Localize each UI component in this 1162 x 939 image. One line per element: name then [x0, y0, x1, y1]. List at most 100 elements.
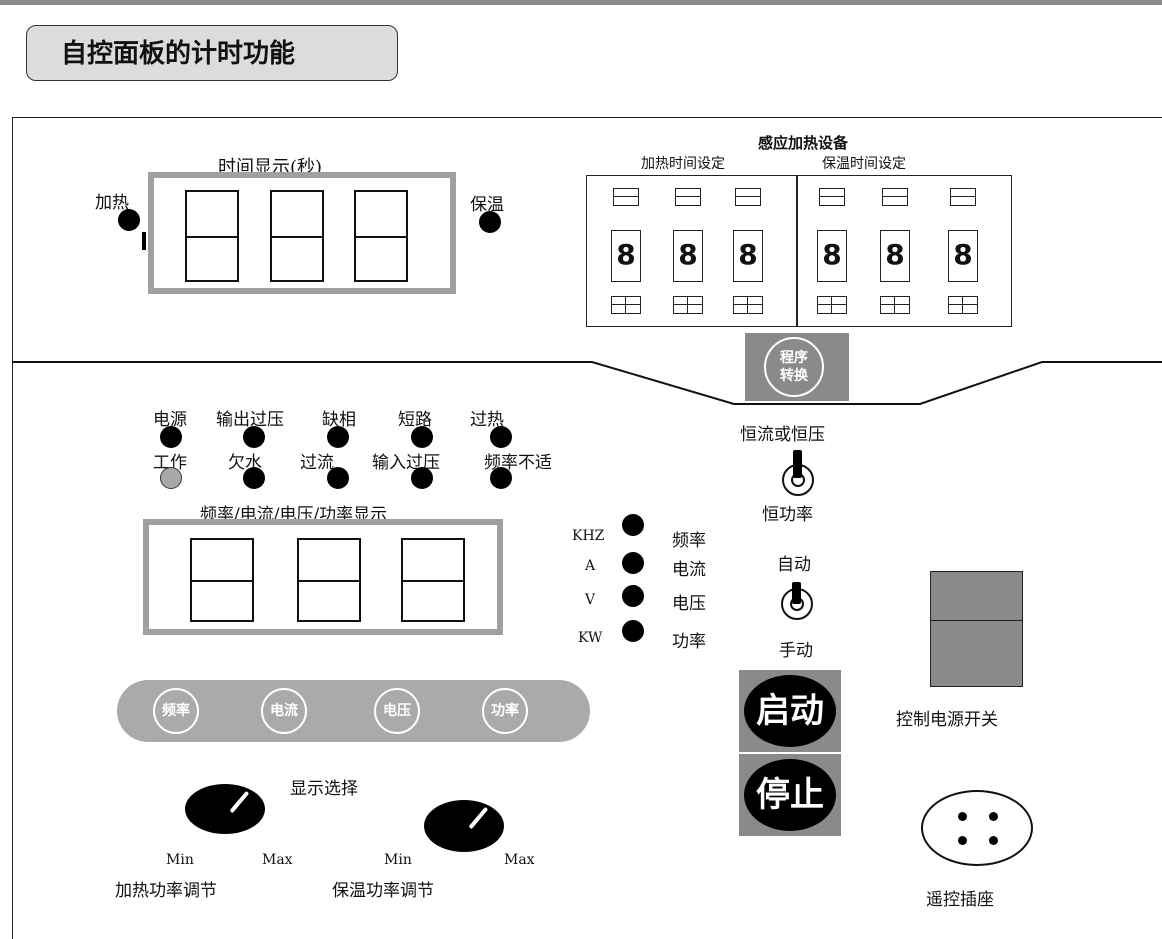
page-title: 自控面板的计时功能 — [26, 25, 398, 81]
indicator-label-overheat: 过热 — [470, 410, 504, 430]
control-power-switch[interactable] — [930, 571, 1023, 687]
meter-digit — [297, 538, 361, 622]
knob-indicator — [229, 790, 250, 814]
toggle-lever — [792, 582, 801, 604]
indicator-led-power — [160, 426, 182, 448]
heat-digit: 8 — [611, 230, 641, 282]
start-button-frame: 启动 — [739, 670, 841, 752]
unit-name-frequency: 频率 — [672, 531, 706, 551]
indicator-label-short-circuit: 短路 — [398, 410, 432, 430]
heat-knob-min: Min — [166, 852, 194, 868]
heat-down-button[interactable] — [673, 296, 703, 314]
heat-knob-max: Max — [262, 852, 293, 868]
heat-up-button[interactable] — [675, 188, 701, 206]
mode-toggle-switch[interactable] — [778, 448, 818, 498]
knob-indicator — [468, 806, 489, 830]
program-button-line: 程序 — [780, 350, 808, 366]
hold-indicator-label: 保温 — [470, 195, 504, 215]
heat-down-button[interactable] — [733, 296, 763, 314]
indicator-label-working: 工作 — [153, 453, 187, 473]
display-select-bar: 频率 电流 电压 功率 — [117, 680, 590, 742]
hold-down-button[interactable] — [880, 296, 910, 314]
indicator-led-overcurrent — [327, 467, 349, 489]
unit-name-voltage: 电压 — [672, 594, 706, 614]
hold-indicator-led — [479, 211, 501, 233]
heat-digit: 8 — [733, 230, 763, 282]
panel-divider — [12, 361, 1162, 405]
socket-pin — [958, 812, 967, 821]
stop-button-frame: 停止 — [739, 754, 841, 836]
socket-pin — [958, 836, 967, 845]
indicator-label-output-overvoltage: 输出过压 — [216, 410, 284, 430]
program-switch-button[interactable]: 程序 转换 — [764, 337, 824, 397]
select-current-button[interactable]: 电流 — [261, 688, 307, 734]
auto-toggle-switch[interactable] — [777, 574, 817, 624]
preset-divider — [796, 176, 798, 326]
indicator-led-output-overvoltage — [243, 426, 265, 448]
hold-up-button[interactable] — [882, 188, 908, 206]
control-power-switch-label: 控制电源开关 — [896, 710, 998, 730]
hold-digit: 8 — [948, 230, 978, 282]
select-voltage-button[interactable]: 电压 — [374, 688, 420, 734]
hold-down-button[interactable] — [817, 296, 847, 314]
top-rule — [0, 0, 1162, 5]
heat-digit: 8 — [673, 230, 703, 282]
heat-down-button[interactable] — [611, 296, 641, 314]
remote-socket[interactable] — [921, 790, 1033, 866]
unit-led-current — [622, 552, 644, 574]
heat-indicator-led — [118, 209, 140, 231]
indicator-led-phase-loss — [327, 426, 349, 448]
program-button-frame: 程序 转换 — [745, 333, 849, 401]
unit-a: A — [585, 558, 596, 574]
program-button-line: 转换 — [780, 368, 808, 384]
hold-up-button[interactable] — [819, 188, 845, 206]
indicator-led-input-overvoltage — [411, 467, 433, 489]
display-mark — [142, 232, 146, 250]
heat-time-setting-title: 加热时间设定 — [641, 156, 725, 172]
indicator-label-power: 电源 — [153, 410, 187, 430]
unit-led-voltage — [622, 585, 644, 607]
auto-switch-top-label: 自动 — [777, 555, 811, 575]
hold-up-button[interactable] — [950, 188, 976, 206]
hold-knob-label: 保温功率调节 — [332, 881, 434, 901]
preset-panel: 8 8 8 8 8 8 — [586, 175, 1012, 327]
select-frequency-button[interactable]: 频率 — [153, 688, 199, 734]
start-button[interactable]: 启动 — [744, 675, 836, 747]
unit-name-current: 电流 — [672, 560, 706, 580]
heat-up-button[interactable] — [735, 188, 761, 206]
select-power-button[interactable]: 功率 — [482, 688, 528, 734]
indicator-label-phase-loss: 缺相 — [322, 410, 356, 430]
hold-digit: 8 — [880, 230, 910, 282]
indicator-led-frequency-mismatch — [490, 467, 512, 489]
time-digit — [270, 190, 324, 282]
heat-up-button[interactable] — [613, 188, 639, 206]
hold-down-button[interactable] — [948, 296, 978, 314]
mode-switch-bottom-label: 恒功率 — [762, 505, 813, 525]
unit-led-frequency — [622, 514, 644, 536]
hold-time-setting-title: 保温时间设定 — [822, 156, 906, 172]
heat-knob-label: 加热功率调节 — [115, 881, 217, 901]
socket-pin — [989, 836, 998, 845]
heat-indicator-label: 加热 — [95, 193, 129, 213]
hold-knob-max: Max — [504, 852, 535, 868]
indicator-led-working — [160, 467, 182, 489]
hold-digit: 8 — [817, 230, 847, 282]
indicator-led-overheat — [490, 426, 512, 448]
hold-power-knob[interactable] — [424, 800, 504, 852]
toggle-lever — [793, 450, 802, 478]
unit-name-power: 功率 — [672, 632, 706, 652]
switch-split-line — [931, 620, 1022, 621]
mode-switch-top-label: 恒流或恒压 — [740, 425, 825, 445]
remote-socket-label: 遥控插座 — [926, 890, 994, 910]
meter-digit — [401, 538, 465, 622]
stop-button[interactable]: 停止 — [744, 759, 836, 831]
unit-kw: KW — [578, 630, 603, 646]
meter-digit — [190, 538, 254, 622]
hold-knob-min: Min — [384, 852, 412, 868]
indicator-led-water-shortage — [243, 467, 265, 489]
heat-power-knob[interactable] — [185, 784, 265, 834]
meter-display — [143, 519, 503, 635]
auto-switch-bottom-label: 手动 — [779, 641, 813, 661]
unit-led-power — [622, 620, 644, 642]
time-display — [148, 172, 456, 294]
